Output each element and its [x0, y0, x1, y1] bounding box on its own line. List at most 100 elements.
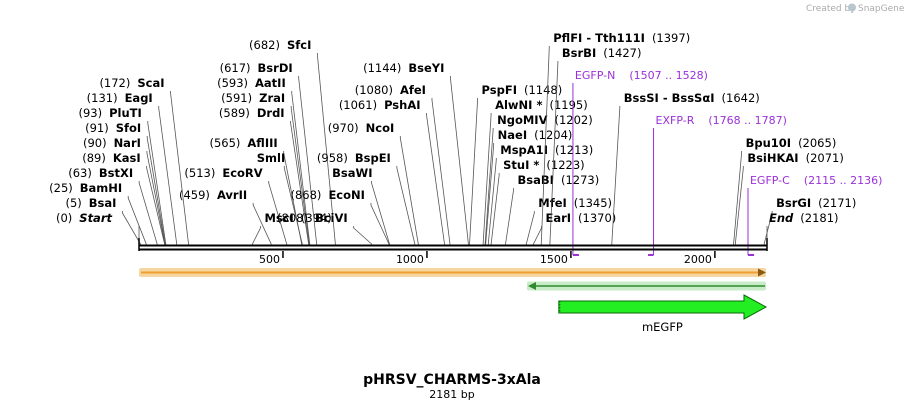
restriction-site[interactable]: (63)BstXI: [68, 166, 158, 245]
site-enzyme-name: DrdI: [257, 106, 285, 120]
restriction-site[interactable]: (868)EcoNI: [291, 188, 390, 245]
site-enzyme-name: PshAI: [384, 98, 420, 112]
site-position: (394): [301, 211, 332, 225]
site-leader-line: [146, 151, 166, 245]
restriction-site[interactable]: StuI *(1223): [490, 158, 585, 245]
site-position: (2171): [818, 196, 856, 210]
site-leader-line: [469, 98, 478, 245]
restriction-site[interactable]: (970)NcoI: [328, 121, 419, 245]
site-position: (93): [78, 106, 102, 120]
restriction-site[interactable]: PflFI - Tth111I(1397): [540, 31, 690, 245]
restriction-site[interactable]: End(2181): [766, 211, 839, 245]
site-position: (1144): [363, 61, 401, 75]
site-position: (1080): [355, 83, 393, 97]
restriction-site[interactable]: (93) PluTI: [78, 106, 167, 245]
restriction-site[interactable]: (591)ZraI: [221, 91, 310, 245]
orf-forward-arrowhead-icon: [758, 268, 766, 277]
site-position: (131): [87, 91, 118, 105]
credit-brand: SnapGene: [858, 4, 905, 14]
site-leader-line: [353, 226, 373, 245]
site-label: (5)BsaI: [65, 196, 116, 210]
site-enzyme-name: PflFI - Tth111I: [553, 31, 645, 45]
site-position: (868): [291, 188, 322, 202]
site-enzyme-name: SfoI: [116, 121, 141, 135]
restriction-site[interactable]: (617) BsrDI: [220, 61, 318, 245]
primer-range: (1768 .. 1787): [708, 114, 787, 127]
restriction-site[interactable]: (459)AvrII: [179, 188, 272, 245]
site-position: (617): [220, 61, 251, 75]
site-position: (2071): [806, 151, 844, 165]
site-label: MscI(394): [264, 211, 331, 225]
site-enzyme-name: KasI: [113, 151, 141, 165]
site-position: (91): [85, 121, 109, 135]
restriction-site[interactable]: (958)BspEI: [317, 151, 416, 245]
feature-mEGFP[interactable]: mEGFP: [558, 294, 768, 334]
site-enzyme-name: AflIII: [247, 136, 277, 150]
site-label: NgoMIV(1202): [497, 113, 593, 127]
site-enzyme-name: EcoRV: [222, 166, 262, 180]
site-enzyme-name: End: [769, 211, 794, 225]
restriction-site[interactable]: EarI(1370): [533, 211, 616, 245]
orf-forward: [139, 268, 766, 277]
primer-range: (1507 .. 1528): [629, 69, 708, 82]
site-enzyme-name: BciVI: [315, 211, 348, 225]
site-enzyme-name: BsrGI: [776, 196, 811, 210]
site-position: (0): [56, 211, 72, 225]
restriction-site[interactable]: Bpu10I(2065): [733, 136, 837, 245]
site-label: (617) BsrDI: [220, 61, 293, 75]
primer-name: EXFP-R: [656, 114, 695, 127]
site-position: (1061): [339, 98, 377, 112]
site-position: (2065): [798, 136, 836, 150]
restriction-site[interactable]: (0)Start: [56, 211, 140, 245]
restriction-site[interactable]: (172)ScaI: [99, 76, 189, 245]
restriction-sites: (0)Start(5)BsaI(25) BamHI(63)BstXI(89)Kas…: [49, 31, 856, 245]
restriction-site[interactable]: (513)EcoRV: [184, 166, 288, 245]
site-enzyme-name: BssSI - BssSαI: [624, 91, 715, 105]
scale-tick-label: 1500: [540, 253, 568, 266]
site-enzyme-name: BsaI: [89, 196, 117, 210]
site-leader-line: [252, 226, 261, 245]
site-label: (172)ScaI: [99, 76, 164, 90]
restriction-site[interactable]: BsaBI(1273): [505, 173, 600, 245]
site-enzyme-name: PluTI: [109, 106, 142, 120]
restriction-site[interactable]: (89)KasI: [82, 151, 166, 245]
site-position: (1642): [722, 91, 760, 105]
primer-binding-site[interactable]: EXFP-R (1768 .. 1787): [648, 114, 787, 256]
site-label: (565)AflIII: [209, 136, 277, 150]
restriction-site[interactable]: (589)DrdI: [219, 106, 309, 245]
site-position: (1345): [574, 196, 612, 210]
restriction-site[interactable]: BsrGI (2171): [763, 196, 856, 245]
scale-tick-label: 500: [259, 253, 280, 266]
site-label: (91) SfoI: [85, 121, 141, 135]
site-leader-line: [146, 136, 166, 245]
site-position: (63): [68, 166, 92, 180]
site-label: (1061) PshAI: [339, 98, 421, 112]
site-enzyme-name: BamHI: [80, 181, 122, 195]
restriction-site[interactable]: BsaWI: [332, 166, 390, 245]
site-enzyme-name: EagI: [125, 91, 153, 105]
restriction-site[interactable]: (808)BciVI: [277, 211, 373, 245]
site-label: (868)EcoNI: [291, 188, 365, 202]
site-label: (593)AatII: [217, 76, 286, 90]
site-label: BsaWI: [332, 166, 372, 180]
restriction-site[interactable]: BssSI - BssSαI (1642): [611, 91, 760, 245]
restriction-site[interactable]: (90)NarI: [83, 136, 166, 245]
restriction-site[interactable]: (1061) PshAI: [339, 98, 445, 245]
site-enzyme-name: BseYI: [408, 61, 444, 75]
site-enzyme-name: AatII: [255, 76, 286, 90]
primer-label: EGFP-N (1507 .. 1528): [575, 69, 708, 82]
site-position: (25): [49, 181, 73, 195]
site-leader-line: [158, 106, 178, 245]
primer-name: EGFP-N: [575, 69, 615, 82]
primer-binding-site[interactable]: EGFP-C(2115 .. 2136): [747, 174, 882, 256]
site-label: BsaBI(1273): [518, 173, 600, 187]
site-enzyme-name: BsrDI: [258, 61, 293, 75]
primers: EGFP-N (1507 .. 1528) EXFP-R (1768 .. 1787)…: [572, 69, 882, 256]
site-leader-line: [450, 76, 469, 245]
restriction-site[interactable]: (91) SfoI: [85, 121, 166, 245]
site-label: MfeI(1345): [538, 196, 612, 210]
restriction-site[interactable]: (25) BamHI: [49, 181, 147, 245]
primer-binding-site[interactable]: EGFP-N (1507 .. 1528): [572, 69, 708, 256]
site-label: BsiHKAI(2071): [747, 151, 844, 165]
